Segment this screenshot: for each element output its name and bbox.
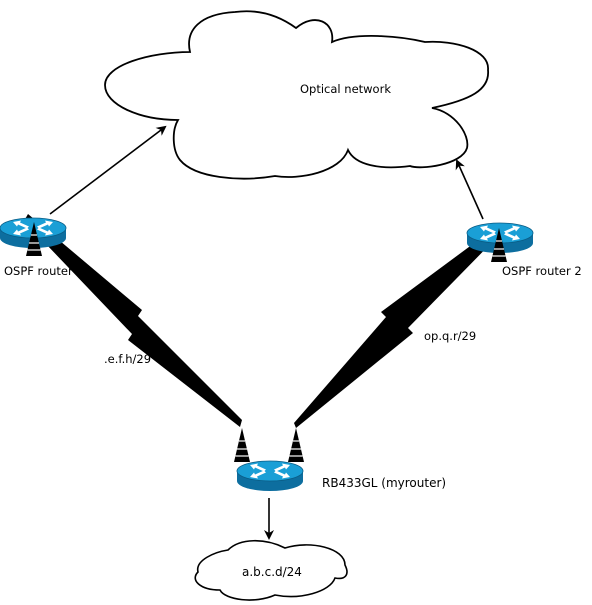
lan-cloud [194,539,348,601]
optical-network-cloud [104,10,489,180]
left-wireless-link [24,214,242,427]
router1-label: OSPF router 1 [4,264,84,278]
myrouter-left-antenna-icon [233,427,251,463]
myrouter-icon [236,460,304,492]
subnet-right-label: op.q.r/29 [424,329,476,343]
router2-to-optical-arrow [455,159,484,220]
right-wireless-link [294,224,505,428]
myrouter-label: RB433GL (myrouter) [322,476,446,490]
lan-label: a.b.c.d/24 [242,565,302,579]
router2-label: OSPF router 2 [502,264,582,278]
router1-to-optical-arrow [49,125,167,215]
myrouter-right-antenna-icon [287,427,305,463]
optical-network-label: Optical network [300,82,391,96]
subnet-left-label: .e.f.h/29 [104,352,151,366]
